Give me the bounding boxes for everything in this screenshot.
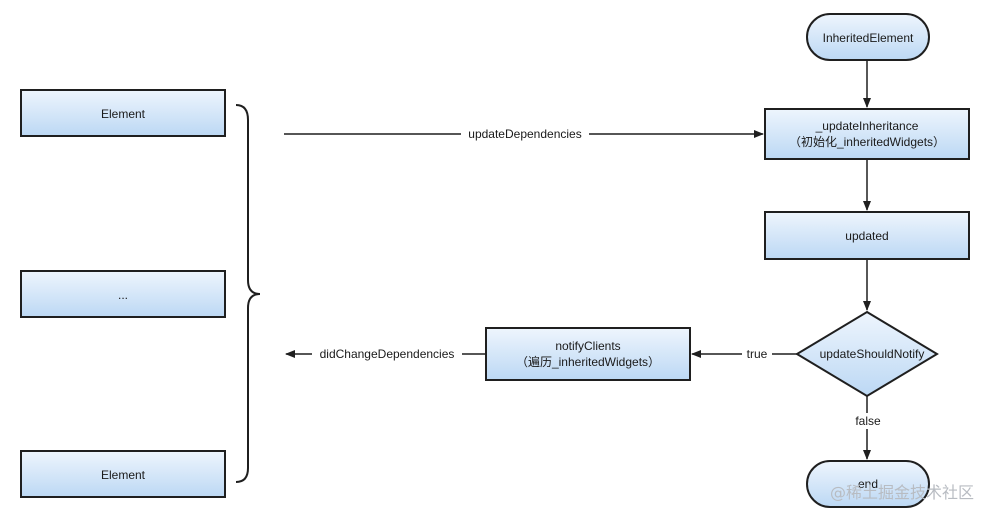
element-box-bottom-label: Element [101,468,146,482]
element-group-brace [235,104,261,483]
notify-clients-label: notifyClients [555,339,620,353]
update-inheritance-label: _updateInheritance [815,119,919,133]
edge-decision-false: false [851,396,885,460]
end-node: end [806,460,930,508]
did-change-dependencies-label: didChangeDependencies [320,347,455,361]
true-label: true [747,347,768,361]
end-label: end [858,477,878,491]
edge-decision-true: true [691,346,797,362]
element-box-bottom: Element [20,450,226,498]
update-dependencies-label: updateDependencies [468,127,581,141]
edge-update-dependencies: updateDependencies [284,126,764,142]
updated-node: updated [764,211,970,260]
element-box-middle-label: ... [118,288,128,302]
element-box-top-label: Element [101,107,146,121]
update-inheritance-sublabel: （初始化_inheritedWidgets） [789,135,945,149]
element-box-top: Element [20,89,226,137]
element-box-middle: ... [20,270,226,318]
update-should-notify-decision: updateShouldNotify [795,310,939,398]
update-should-notify-label: updateShouldNotify [820,347,925,361]
edge-did-change-dependencies: didChangeDependencies [285,346,486,362]
updated-label: updated [845,229,888,243]
notify-clients-node: notifyClients （遍历_inheritedWidgets） [485,327,691,381]
inherited-element-label: InheritedElement [823,31,914,45]
notify-clients-sublabel: （遍历_inheritedWidgets） [516,355,660,369]
update-inheritance-node: _updateInheritance （初始化_inheritedWidgets… [764,108,970,160]
inherited-element-node: InheritedElement [806,13,930,61]
false-label: false [855,414,881,428]
watermark-text: @稀土掘金技术社区 [830,483,974,502]
